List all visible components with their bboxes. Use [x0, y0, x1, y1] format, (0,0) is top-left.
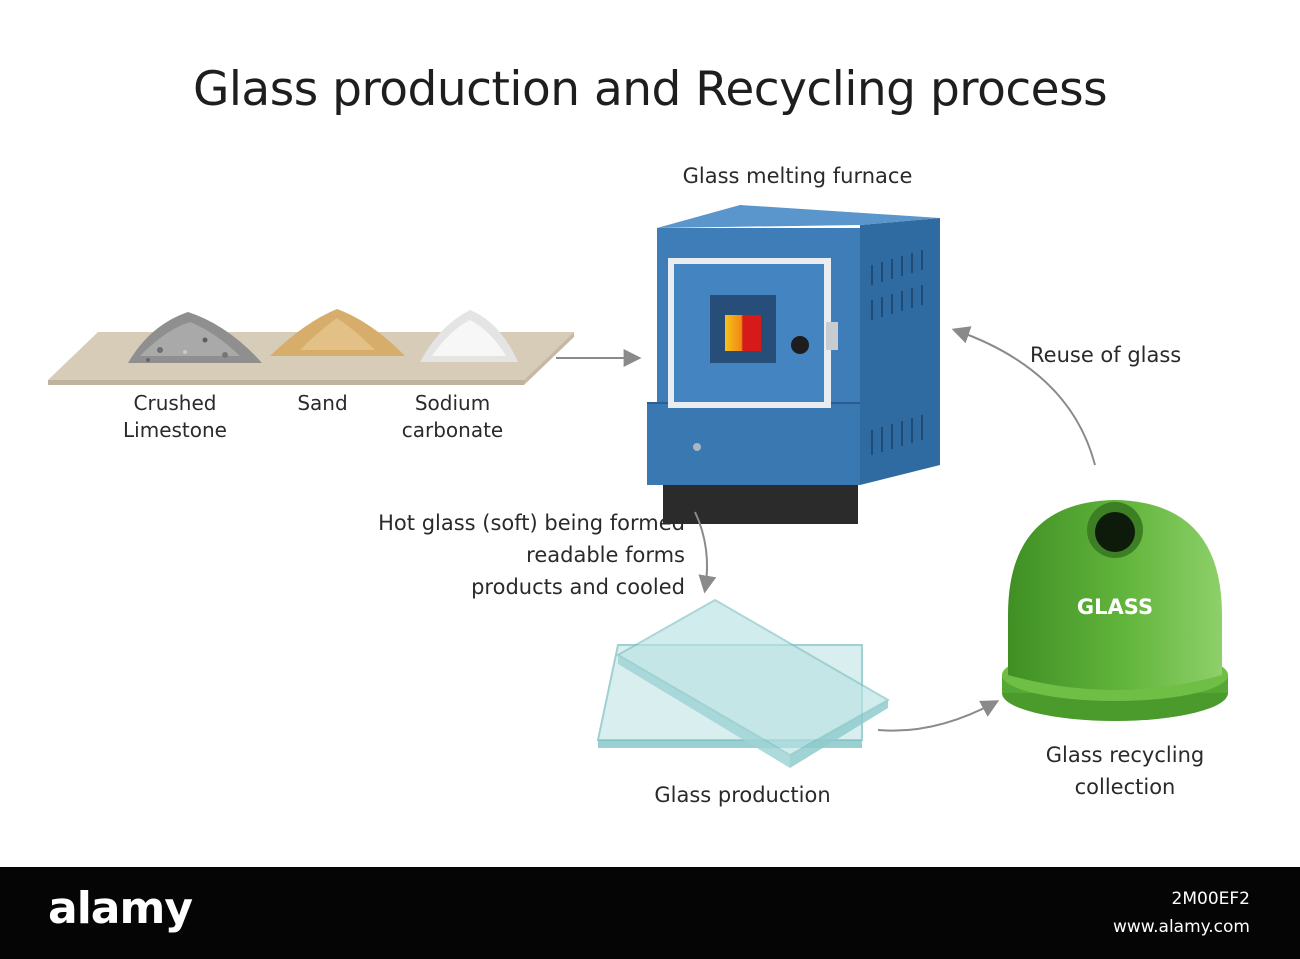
- footer-bar: alamy 2M00EF2 www.alamy.com: [0, 867, 1300, 959]
- arrow-to-glass-production: [694, 511, 717, 594]
- sodium-carbonate-label: Sodium carbonate: [401, 391, 504, 442]
- brand-logo: alamy: [48, 883, 193, 934]
- furnace-label: Glass melting furnace: [682, 164, 913, 188]
- arrow-to-recycling: [877, 700, 1000, 732]
- reuse-label: Reuse of glass: [1030, 343, 1182, 367]
- sand-pile-icon: [270, 309, 405, 356]
- image-id: 2M00EF2: [1171, 889, 1250, 909]
- bin-text: GLASS: [1076, 595, 1154, 619]
- furnace-icon: [647, 205, 940, 524]
- glass-sheet-icon: [596, 598, 891, 768]
- recycling-collection-label: Glass recycling collection: [1045, 743, 1205, 799]
- site-url[interactable]: www.alamy.com: [1112, 917, 1250, 937]
- powder-pile-icon: [420, 310, 518, 362]
- forming-label: Hot glass (soft) being formed readable f…: [378, 511, 685, 599]
- rock-pile-icon: [128, 312, 262, 363]
- page-title: Glass production and Recycling process: [192, 62, 1108, 117]
- arrow-reuse: [951, 326, 1096, 466]
- glass-production-label: Glass production: [654, 783, 831, 807]
- limestone-label: Crushed Limestone: [123, 391, 227, 442]
- recycling-bin-icon: [1002, 500, 1228, 721]
- diagram-graphics: [48, 205, 1228, 768]
- sand-label: Sand: [297, 391, 348, 415]
